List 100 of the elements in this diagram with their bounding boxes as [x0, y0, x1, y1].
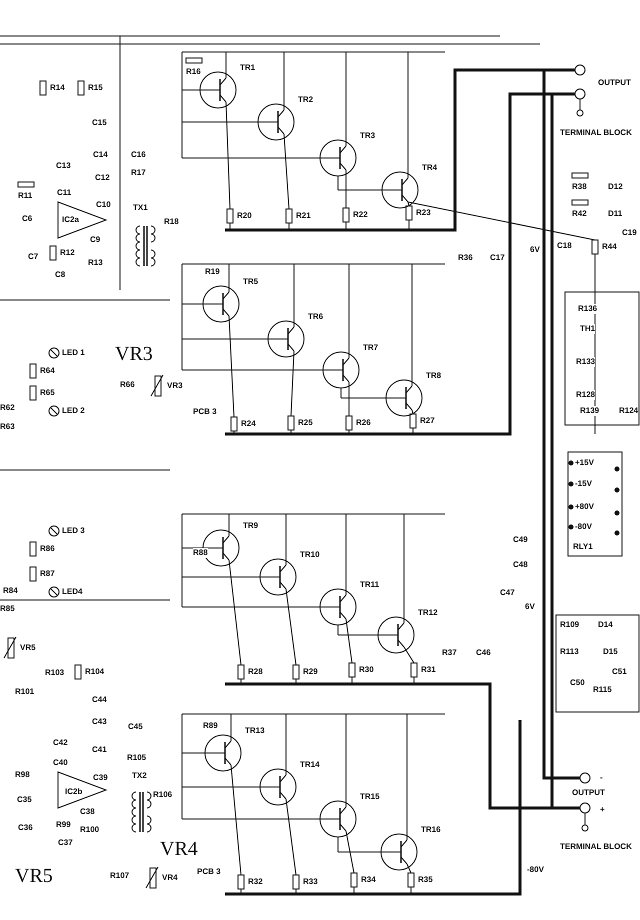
part-label: R16	[186, 67, 201, 77]
part-label: C43	[92, 717, 107, 727]
part-label: IC2a	[62, 215, 79, 225]
part-label: R133	[576, 357, 596, 367]
part-label: R12	[60, 248, 75, 258]
part-label: R21	[296, 211, 311, 221]
part-label: C37	[58, 838, 73, 848]
part-label: R65	[40, 388, 55, 398]
part-label: R19	[205, 267, 220, 277]
part-label: LED 3	[62, 526, 85, 536]
part-label: R14	[50, 83, 65, 93]
part-label: R20	[237, 211, 252, 221]
part-label: R104	[85, 667, 104, 677]
part-label: C48	[513, 560, 528, 570]
part-label: R42	[572, 209, 587, 219]
part-label: R36	[458, 253, 473, 263]
voltage-label: -15V	[575, 479, 592, 489]
part-label: C7	[28, 252, 38, 262]
part-label: C10	[96, 200, 111, 210]
part-label: TR5	[243, 277, 258, 287]
part-label: C12	[95, 173, 110, 183]
part-label: R34	[361, 875, 376, 885]
part-label: TX1	[133, 203, 148, 213]
part-label: R17	[131, 168, 146, 178]
part-label: R32	[248, 877, 263, 887]
part-label: R13	[88, 258, 103, 268]
part-label: C19	[622, 228, 637, 238]
terminal-label: TERMINAL BLOCK	[560, 842, 632, 852]
part-label: TR12	[418, 608, 438, 618]
part-label: C39	[93, 773, 108, 783]
part-label: TR1	[240, 63, 256, 73]
part-label: TR15	[360, 792, 380, 802]
part-label: TR10	[300, 550, 320, 560]
part-label: C9	[90, 235, 100, 245]
part-label: R86	[40, 544, 55, 554]
part-label: TR16	[421, 825, 441, 835]
part-label: C16	[131, 150, 146, 160]
voltage-label: 6V	[530, 245, 540, 255]
part-label: R84	[3, 586, 18, 596]
part-label: D12	[608, 182, 623, 192]
part-label: R64	[40, 366, 55, 376]
part-label: R44	[602, 242, 617, 252]
voltage-label: -80V	[575, 522, 592, 532]
part-label: D15	[603, 647, 618, 657]
part-label: LED 1	[62, 348, 85, 358]
part-label: R85	[0, 604, 15, 614]
part-label: TR7	[363, 343, 378, 353]
part-label: R25	[298, 418, 313, 428]
part-label: R66	[120, 380, 135, 390]
part-label: R62	[0, 403, 15, 413]
part-label: R63	[0, 422, 15, 432]
voltage-label: -80V	[527, 865, 544, 875]
part-label: R87	[40, 569, 55, 579]
part-label: TR2	[298, 95, 314, 105]
part-label: C18	[557, 241, 572, 251]
part-label: R99	[56, 820, 71, 830]
part-label: R109	[560, 620, 580, 630]
part-label: C17	[490, 253, 505, 263]
part-label: D14	[598, 620, 613, 630]
part-label: R115	[593, 685, 612, 695]
part-label: R15	[88, 83, 103, 93]
part-label: VR4	[162, 873, 178, 883]
part-label: R22	[353, 210, 368, 220]
part-label: C45	[128, 722, 143, 732]
part-label: C38	[80, 807, 95, 817]
part-label: R106	[153, 790, 172, 800]
part-label: VR3	[167, 381, 183, 391]
part-label: C35	[17, 795, 32, 805]
part-label: C49	[513, 535, 528, 545]
part-label: R31	[421, 665, 436, 675]
part-label: R139	[580, 406, 600, 416]
part-label: TH1	[580, 324, 596, 334]
part-label: R98	[15, 770, 30, 780]
part-label: R35	[418, 875, 433, 885]
voltage-label: +15V	[575, 458, 594, 468]
part-label: R37	[442, 648, 457, 658]
part-label: R18	[164, 217, 179, 227]
part-label: TX2	[132, 771, 147, 781]
part-label: R88	[193, 548, 208, 558]
part-label: C40	[53, 758, 68, 768]
part-label: C36	[18, 823, 33, 833]
part-label: C42	[53, 738, 68, 748]
part-label: TR3	[360, 131, 376, 141]
terminal-label: OUTPUT	[598, 78, 631, 88]
part-label: IC2b	[65, 787, 82, 797]
part-label: R11	[18, 191, 32, 201]
part-label: R105	[127, 753, 146, 763]
part-label: VR5	[20, 643, 36, 653]
part-label: TR13	[245, 726, 265, 736]
part-label: C15	[92, 118, 107, 128]
part-label: R128	[576, 390, 596, 400]
part-label: R38	[572, 182, 587, 192]
part-label: LED 2	[62, 406, 85, 416]
terminal-label: TERMINAL BLOCK	[560, 128, 632, 138]
part-label: D11	[608, 209, 622, 219]
part-label: C41	[92, 745, 107, 755]
part-label: R107	[110, 871, 130, 881]
part-label: C14	[93, 150, 108, 160]
part-label: C50	[570, 678, 585, 688]
part-label: R124	[619, 406, 638, 416]
